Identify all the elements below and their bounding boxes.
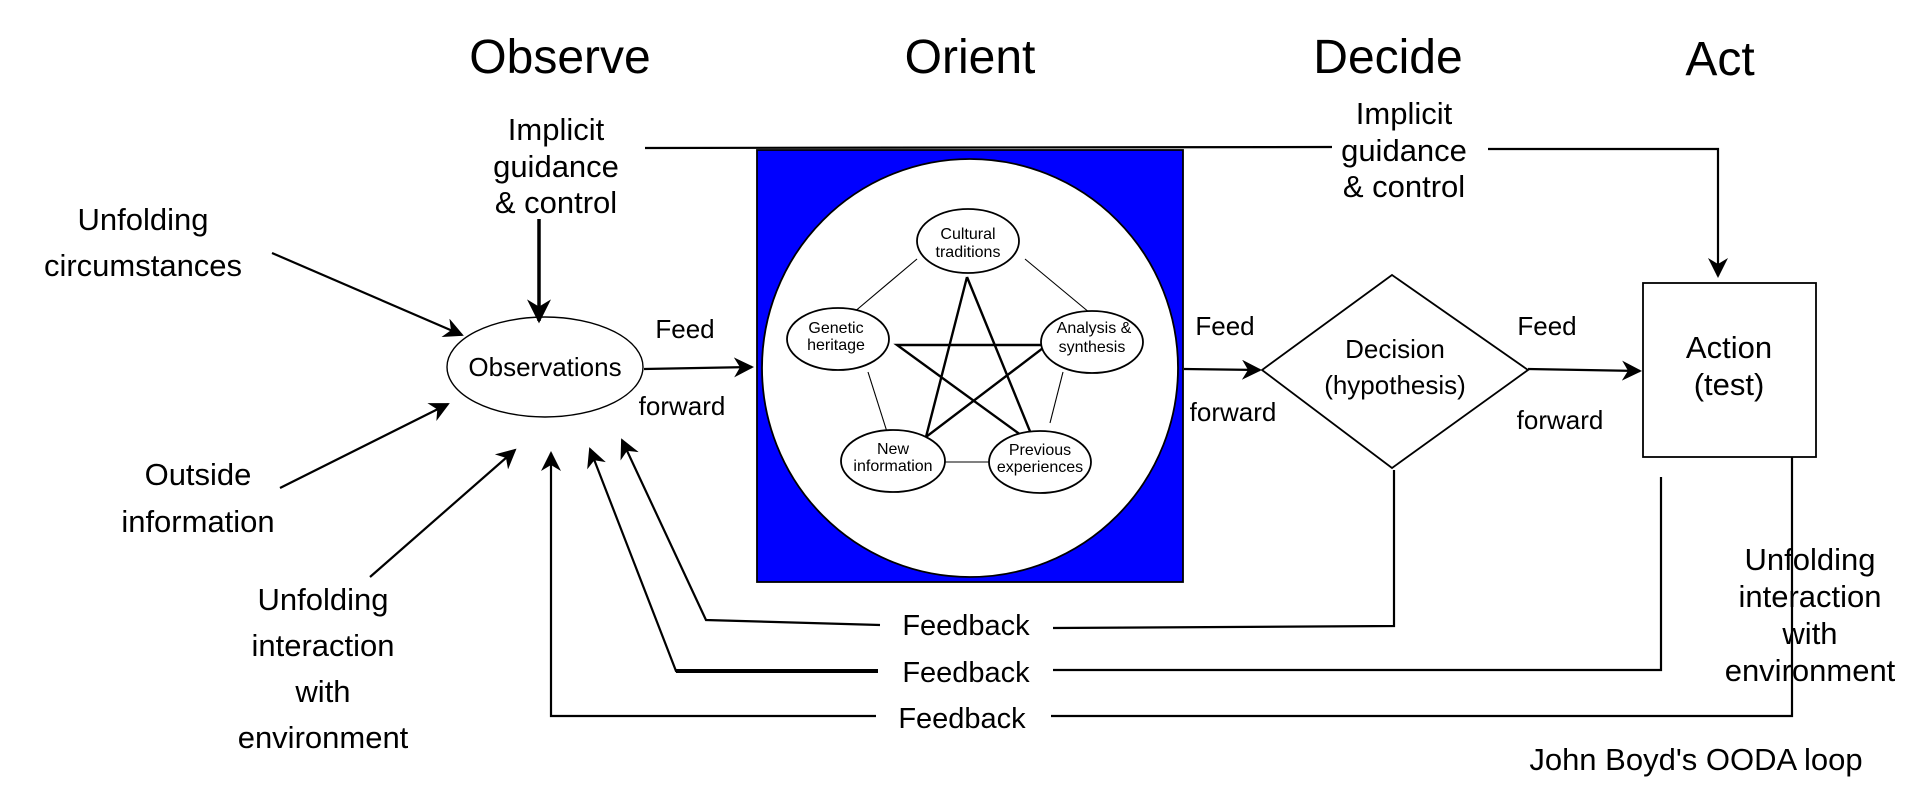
implicit-guidance-right: Implicit guidance & control — [1341, 96, 1467, 204]
stage-act: Act — [1685, 33, 1754, 86]
svg-text:information: information — [121, 504, 274, 539]
svg-text:Genetic: Genetic — [808, 320, 863, 337]
svg-text:(test): (test) — [1694, 367, 1765, 402]
svg-text:interaction: interaction — [251, 628, 394, 663]
svg-text:Implicit: Implicit — [1356, 96, 1453, 131]
svg-text:synthesis: synthesis — [1059, 339, 1126, 356]
arrow-feed-forward-3 — [1527, 360, 1642, 381]
feedback-line-3 — [551, 453, 1794, 718]
arrow-feed-forward-1 — [643, 357, 754, 378]
svg-text:interaction: interaction — [1738, 579, 1881, 614]
svg-text:Feedback: Feedback — [902, 657, 1030, 689]
svg-text:information: information — [853, 458, 932, 475]
svg-text:forward: forward — [1517, 405, 1604, 435]
node-analysis-synthesis: Analysis & synthesis — [1040, 310, 1144, 374]
svg-text:Feed: Feed — [1517, 311, 1576, 341]
node-genetic-heritage: Genetic heritage — [786, 307, 890, 371]
feedback-line-1 — [622, 440, 1396, 630]
svg-text:forward: forward — [1190, 397, 1277, 427]
input-outside-information: Outside information — [121, 457, 274, 539]
svg-text:heritage: heritage — [807, 337, 865, 354]
svg-text:Unfolding: Unfolding — [1745, 542, 1876, 577]
node-cultural-traditions: Cultural traditions — [916, 208, 1020, 274]
guidance-top-line — [644, 145, 1718, 276]
svg-text:with: with — [1781, 616, 1837, 651]
svg-text:Unfolding: Unfolding — [258, 582, 389, 617]
svg-text:experiences: experiences — [997, 459, 1083, 476]
svg-text:guidance: guidance — [1341, 133, 1467, 168]
node-previous-experiences: Previous experiences — [988, 430, 1092, 494]
svg-text:Feed: Feed — [1195, 311, 1254, 341]
stage-observe: Observe — [469, 31, 650, 84]
input-unfolding-interaction: Unfolding interaction with environment — [238, 582, 409, 755]
input-unfolding-circumstances: Unfolding circumstances — [44, 202, 242, 283]
feedback-labels: Feedback Feedback Feedback — [898, 610, 1030, 735]
feed-forward-2: Feed forward — [1190, 311, 1277, 427]
svg-text:New: New — [877, 441, 909, 458]
implicit-guidance-left: Implicit guidance & control — [493, 112, 619, 220]
svg-text:& control: & control — [495, 185, 617, 220]
arrow-circumstances — [271, 251, 464, 338]
svg-text:& control: & control — [1343, 169, 1465, 204]
arrow-outside-info — [279, 403, 450, 489]
svg-text:Decision: Decision — [1345, 334, 1445, 364]
svg-text:Feed: Feed — [655, 314, 714, 344]
decision-diamond — [1260, 273, 1530, 470]
svg-text:Action: Action — [1686, 330, 1772, 365]
svg-text:Feedback: Feedback — [898, 703, 1026, 735]
svg-text:Feedback: Feedback — [902, 610, 1030, 642]
arrow-feed-forward-2 — [1183, 359, 1262, 380]
stage-decide: Decide — [1313, 31, 1462, 84]
svg-text:Unfolding: Unfolding — [78, 202, 209, 237]
svg-text:traditions: traditions — [936, 244, 1001, 261]
svg-text:Implicit: Implicit — [508, 112, 605, 147]
svg-text:(hypothesis): (hypothesis) — [1324, 370, 1466, 400]
svg-text:forward: forward — [639, 391, 726, 421]
svg-text:circumstances: circumstances — [44, 248, 242, 283]
caption: John Boyd's OODA loop — [1529, 742, 1862, 777]
observations-ellipse — [446, 316, 644, 418]
feed-forward-3: Feed forward — [1517, 311, 1604, 435]
svg-text:environment: environment — [1725, 653, 1896, 688]
svg-text:Previous: Previous — [1009, 442, 1071, 459]
node-new-information: New information — [840, 429, 946, 493]
orient-network — [852, 258, 1091, 463]
svg-text:Analysis &: Analysis & — [1057, 320, 1132, 337]
arrow-unfolding-interaction — [369, 448, 517, 578]
action-box — [1642, 282, 1817, 458]
svg-text:Outside: Outside — [145, 457, 252, 492]
action-label: Action (test) — [1686, 330, 1772, 402]
svg-text:Cultural: Cultural — [940, 226, 995, 243]
decision-label: Decision (hypothesis) — [1324, 334, 1466, 400]
stage-orient: Orient — [905, 31, 1036, 84]
observations-label: Observations — [468, 352, 621, 382]
svg-text:environment: environment — [238, 720, 409, 755]
act-unfolding-interaction: Unfolding interaction with environment — [1725, 542, 1896, 688]
svg-text:guidance: guidance — [493, 149, 619, 184]
feed-forward-1: Feed forward — [639, 314, 726, 421]
svg-text:with: with — [294, 674, 350, 709]
